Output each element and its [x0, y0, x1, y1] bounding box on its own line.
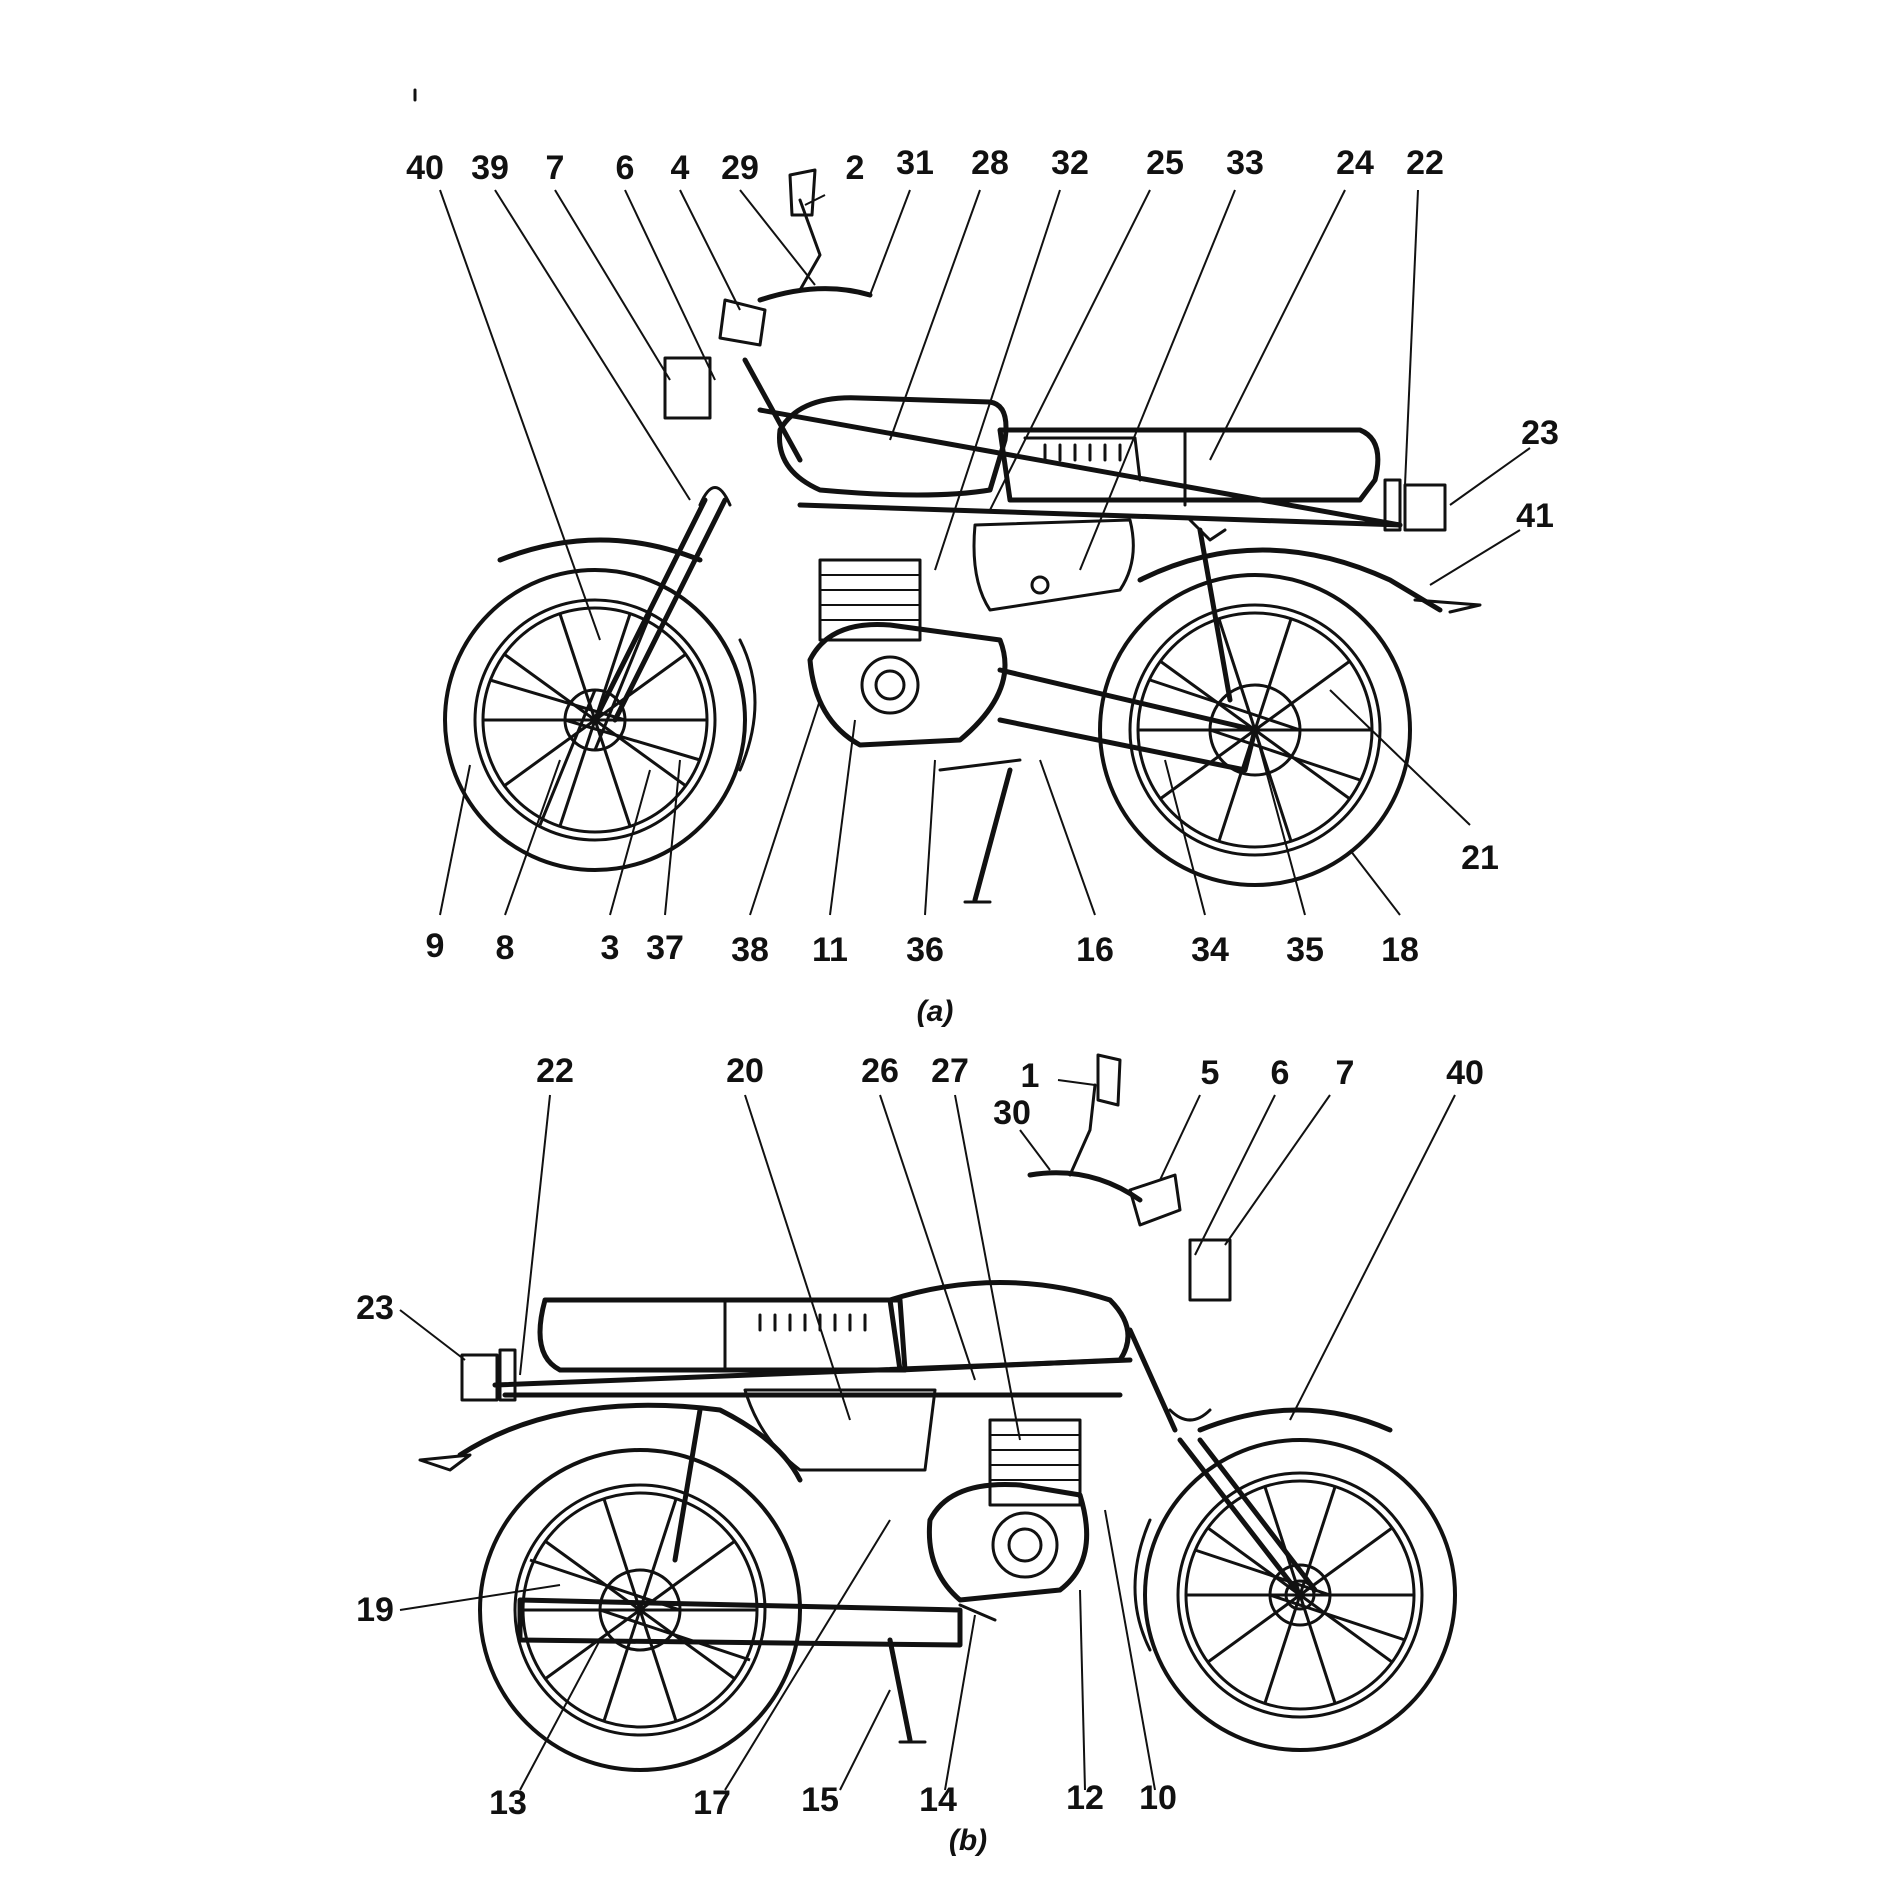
leaders-a [439, 189, 1531, 916]
callout-label: 15 [801, 1781, 839, 1819]
callout-label: 36 [906, 931, 944, 969]
callout-label: 14 [919, 1781, 957, 1819]
callout-label: 37 [646, 929, 684, 967]
callout-label: 39 [471, 149, 509, 187]
frame-and-body-a [592, 168, 1447, 723]
callout-label: 38 [731, 931, 769, 969]
callout-label: 35 [1286, 931, 1324, 969]
callout-label: 7 [1336, 1054, 1355, 1092]
callout-label: 1 [1021, 1057, 1040, 1095]
callout-label: 21 [1461, 839, 1499, 877]
leaders-b [399, 1079, 1456, 1791]
callout-label: 2 [846, 149, 865, 187]
callout-label: 6 [616, 149, 635, 187]
figure-b-caption: (b) [949, 1824, 987, 1857]
callout-label: 8 [496, 929, 515, 967]
callout-label: 19 [356, 1591, 394, 1629]
callout-label: 32 [1051, 144, 1089, 182]
callout-label: 31 [896, 144, 934, 182]
rear-wheel-b [418, 1402, 803, 1772]
callout-label: 9 [426, 927, 445, 965]
callout-label: 26 [861, 1052, 899, 1090]
callout-label: 25 [1146, 144, 1184, 182]
callout-label: 6 [1271, 1054, 1290, 1092]
callout-label: 29 [721, 149, 759, 187]
rear-wheel-a [1098, 547, 1482, 887]
callout-label: 18 [1381, 931, 1419, 969]
callout-label: 33 [1226, 144, 1264, 182]
figure-a-caption: (a) [917, 995, 954, 1028]
callout-label: 24 [1336, 144, 1374, 182]
frame-and-body-b [460, 1053, 1318, 1598]
callouts-b: 22 20 26 27 1 30 5 6 7 40 23 19 13 17 15… [356, 1052, 1484, 1822]
callout-label: 23 [356, 1289, 394, 1327]
callout-label: 40 [1446, 1054, 1484, 1092]
front-wheel-b [1133, 1407, 1457, 1752]
callout-label: 13 [489, 1784, 527, 1822]
callout-label: 3 [601, 929, 620, 967]
callout-label: 20 [726, 1052, 764, 1090]
engine-b [517, 1418, 1090, 1744]
figure-b: 22 20 26 27 1 30 5 6 7 40 23 19 13 17 15… [356, 1052, 1484, 1857]
callout-label: 23 [1521, 414, 1559, 452]
callout-label: 5 [1201, 1054, 1220, 1092]
callout-label: 22 [536, 1052, 574, 1090]
callout-label: 22 [1406, 144, 1444, 182]
callout-label: 40 [406, 149, 444, 187]
callout-label: 4 [671, 149, 690, 187]
callout-label: 27 [931, 1052, 969, 1090]
callout-label: 7 [546, 149, 565, 187]
callout-label: 34 [1191, 931, 1229, 969]
callout-label: 11 [812, 931, 848, 969]
callout-label: 30 [993, 1094, 1031, 1132]
engine-a [807, 558, 1258, 904]
callout-label: 41 [1516, 497, 1554, 535]
callout-label: 17 [693, 1784, 731, 1822]
callout-label: 16 [1076, 931, 1114, 969]
figure-a: 40 39 7 6 4 29 2 31 28 32 25 33 24 22 23… [406, 144, 1559, 1028]
callout-label: 28 [971, 144, 1009, 182]
callout-label: 10 [1139, 1779, 1177, 1817]
callout-label: 12 [1066, 1779, 1104, 1817]
callouts-a: 40 39 7 6 4 29 2 31 28 32 25 33 24 22 23… [406, 144, 1559, 969]
